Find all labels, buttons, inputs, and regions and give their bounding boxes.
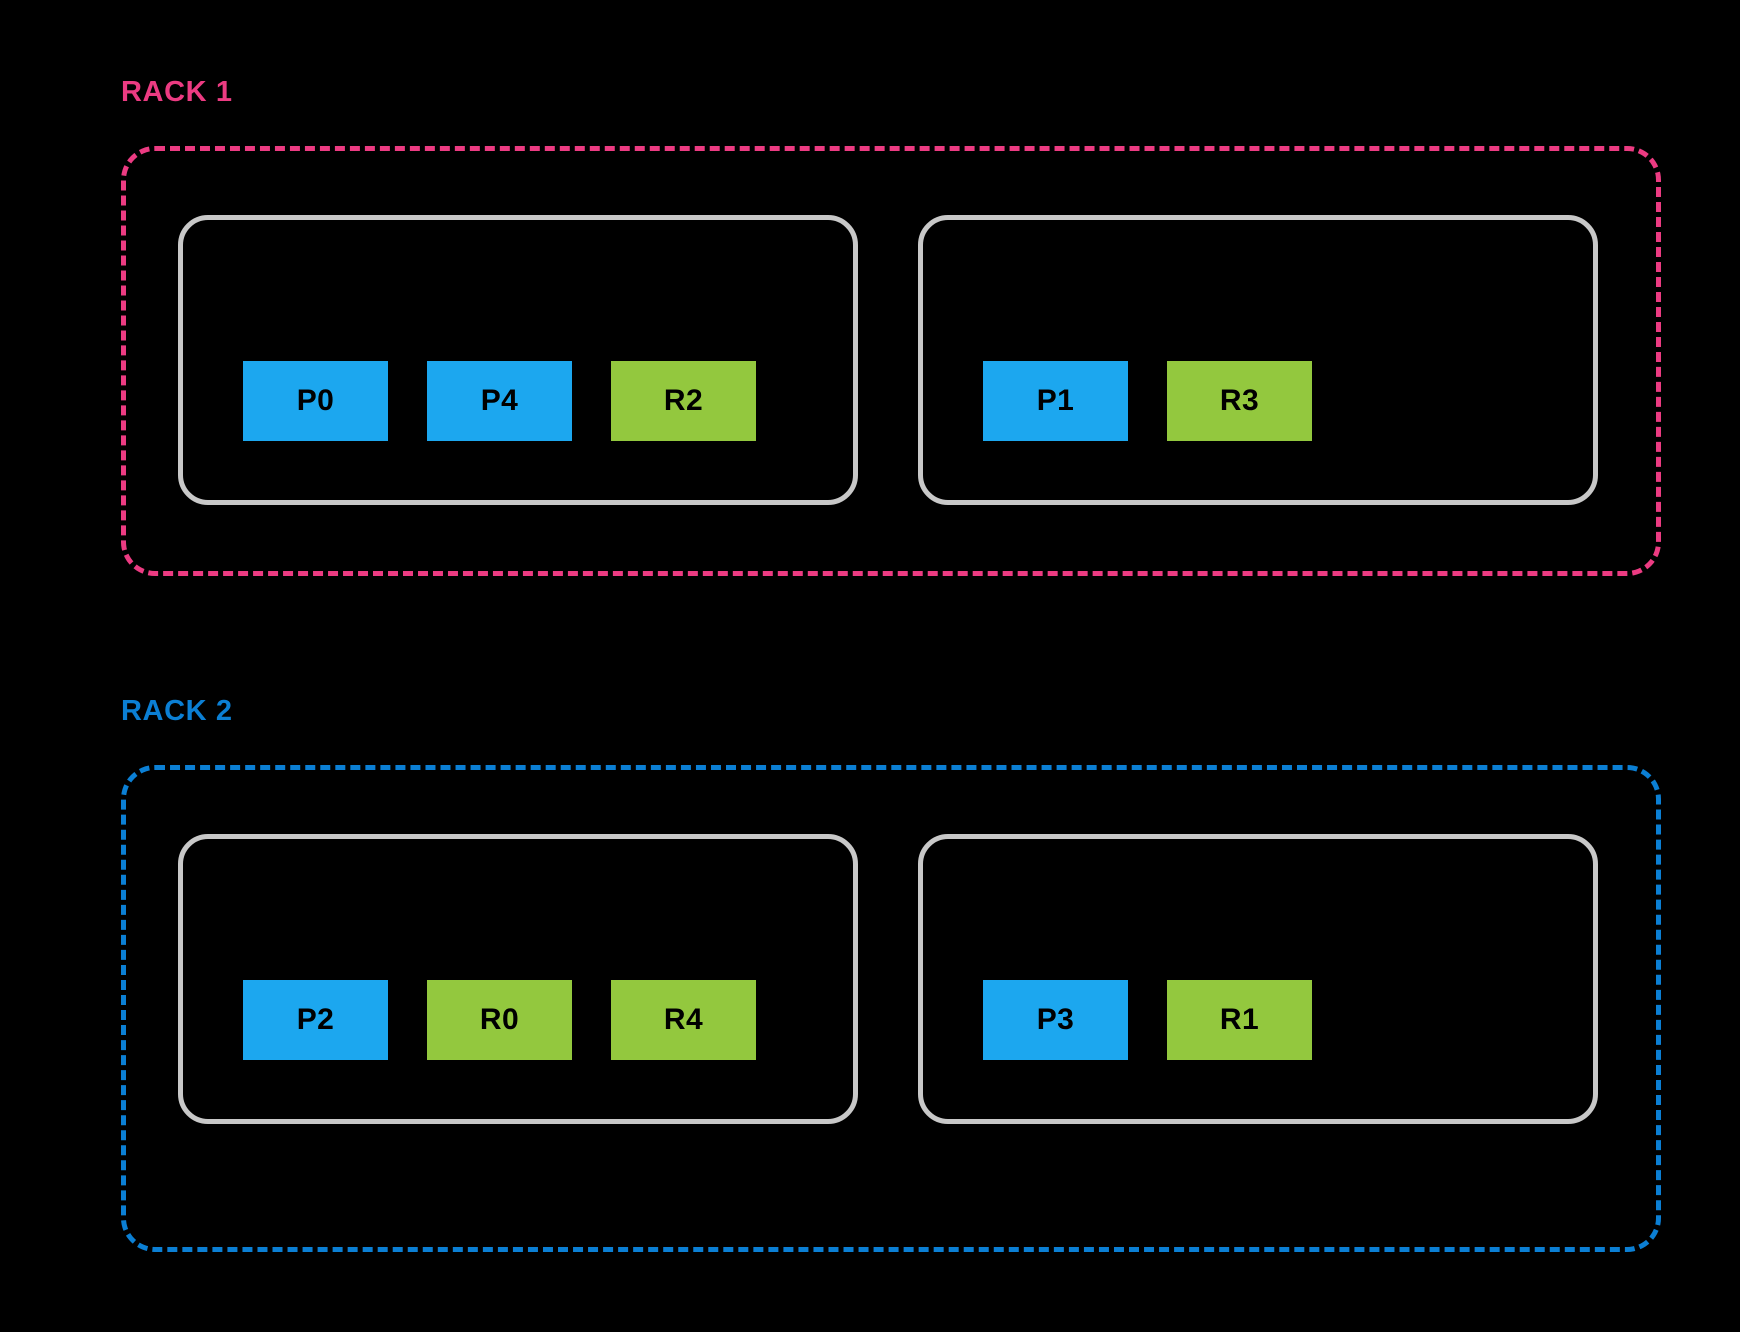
rack2-node-2[interactable]: P3 R1 xyxy=(918,834,1598,1124)
partition-chip-p3[interactable]: P3 xyxy=(983,980,1128,1060)
replica-chip-r1[interactable]: R1 xyxy=(1167,980,1312,1060)
node-chip-row: P0 P4 R2 xyxy=(243,361,756,441)
rack-label-1: RACK 1 xyxy=(121,76,233,108)
node-chip-row: P2 R0 R4 xyxy=(243,980,756,1060)
replica-chip-r2[interactable]: R2 xyxy=(611,361,756,441)
rack2-node-1[interactable]: P2 R0 R4 xyxy=(178,834,858,1124)
partition-chip-p1[interactable]: P1 xyxy=(983,361,1128,441)
rack-label-2: RACK 2 xyxy=(121,695,233,727)
node-chip-row: P1 R3 xyxy=(983,361,1312,441)
replica-chip-r3[interactable]: R3 xyxy=(1167,361,1312,441)
rack1-node-1[interactable]: P0 P4 R2 xyxy=(178,215,858,505)
replica-chip-r4[interactable]: R4 xyxy=(611,980,756,1060)
rack1-node-2[interactable]: P1 R3 xyxy=(918,215,1598,505)
rack-boundary-2 xyxy=(121,765,1661,1252)
partition-chip-p2[interactable]: P2 xyxy=(243,980,388,1060)
replica-chip-r0[interactable]: R0 xyxy=(427,980,572,1060)
partition-chip-p4[interactable]: P4 xyxy=(427,361,572,441)
rack-boundary-1 xyxy=(121,146,1661,576)
node-chip-row: P3 R1 xyxy=(983,980,1312,1060)
partition-chip-p0[interactable]: P0 xyxy=(243,361,388,441)
